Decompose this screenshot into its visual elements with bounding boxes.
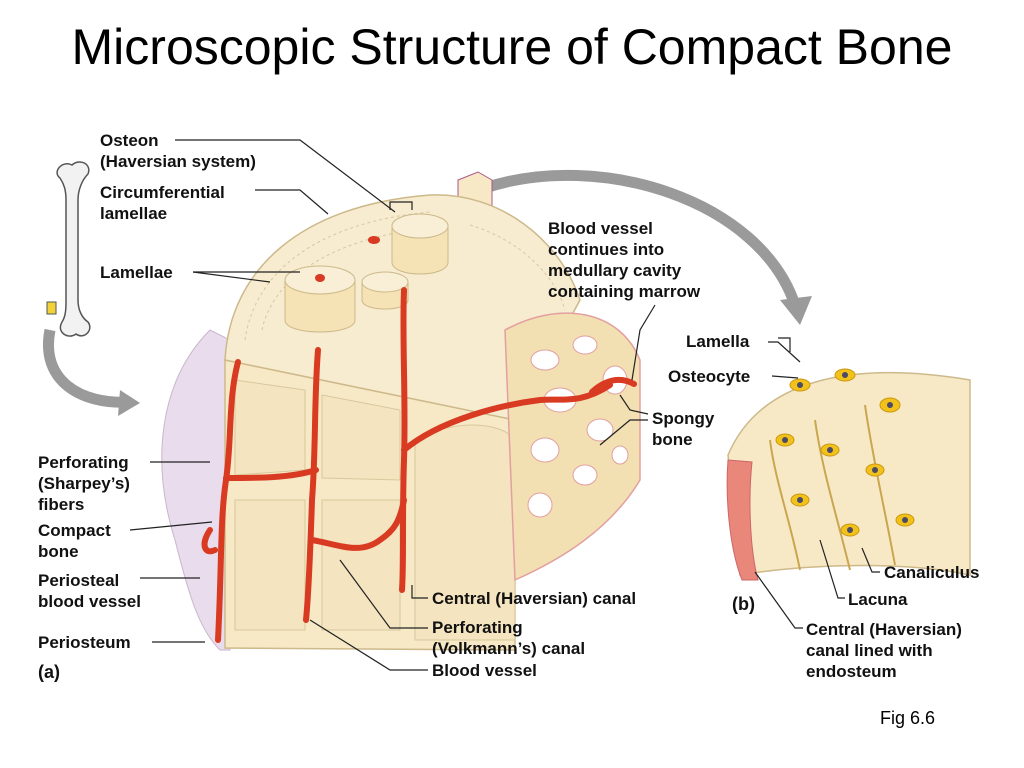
label-blood-vessel-marrow: Blood vessel continues into medullary ca… xyxy=(548,219,701,301)
label-central-canal: Central (Haversian) canal xyxy=(432,589,637,608)
label-lacuna: Lacuna xyxy=(848,590,908,609)
label-osteon: Osteon (Haversian system) xyxy=(100,131,256,171)
label-lamella: Lamella xyxy=(686,332,750,351)
leader-lines xyxy=(129,139,880,671)
blood-vessels xyxy=(201,287,637,643)
right-arrow xyxy=(483,169,801,307)
panel-label-b: (b) xyxy=(732,594,755,614)
panel-label-a: (a) xyxy=(38,662,60,682)
page-title: Microscopic Structure of Compact Bone xyxy=(71,19,953,75)
long-bone-icon xyxy=(46,161,91,337)
label-osteocyte: Osteocyte xyxy=(668,367,751,386)
label-periosteal-blood-vessel: Periosteal blood vessel xyxy=(38,571,141,611)
label-blood-vessel: Blood vessel xyxy=(432,661,537,680)
label-compact-bone: Compact bone xyxy=(38,521,111,561)
periosteum-layer xyxy=(161,329,231,651)
label-canaliculus: Canaliculus xyxy=(884,563,980,582)
osteon-cylinders xyxy=(284,213,449,333)
label-circumferential-lamellae: Circumferential lamellae xyxy=(100,183,225,223)
label-spongy-bone: Spongy bone xyxy=(652,409,715,449)
osteocyte-wedge xyxy=(726,368,971,581)
label-periosteum: Periosteum xyxy=(38,633,131,652)
label-central-canal-endosteum: Central (Haversian) canal lined with end… xyxy=(806,620,962,681)
label-volkmann-canal: Perforating (Volkmann’s) canal xyxy=(432,618,586,658)
left-arrow xyxy=(43,328,131,408)
label-lamellae: Lamellae xyxy=(100,263,173,282)
label-perforating-fibers: Perforating (Sharpey’s) fibers xyxy=(38,453,130,514)
figure-caption: Fig 6.6 xyxy=(880,708,936,728)
